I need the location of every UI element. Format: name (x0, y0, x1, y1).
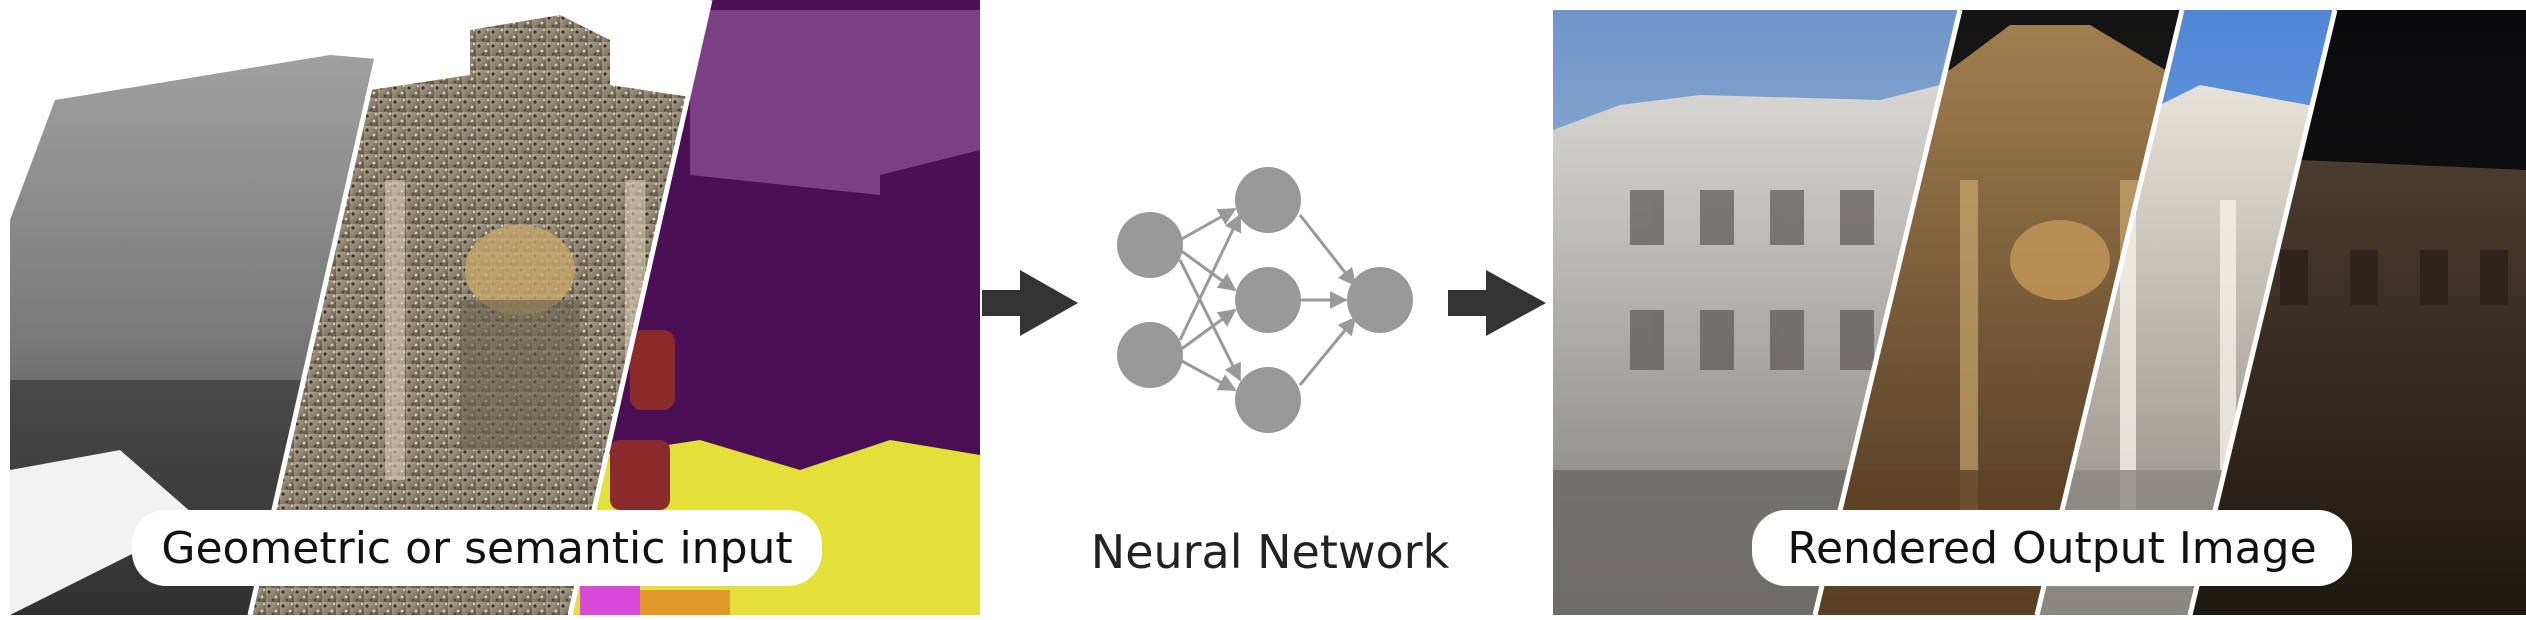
nn-edge (1178, 213, 1242, 341)
nn-output-node (1347, 267, 1413, 333)
nn-edge (1178, 259, 1242, 382)
nn-edge (1298, 214, 1357, 287)
network-caption: Neural Network (1090, 525, 1450, 579)
output-label: Rendered Output Image (1752, 510, 2352, 586)
nn-edge (1298, 316, 1357, 386)
nn-hidden-node (1235, 267, 1301, 333)
nn-edge (1179, 358, 1237, 392)
nn-edge (1179, 308, 1237, 352)
input-label: Geometric or semantic input (132, 510, 822, 586)
nn-hidden-node (1235, 167, 1301, 233)
nn-input-node (1117, 322, 1183, 388)
nn-input-node (1117, 212, 1183, 278)
nn-hidden-node (1235, 367, 1301, 433)
nn-edge (1179, 248, 1237, 292)
